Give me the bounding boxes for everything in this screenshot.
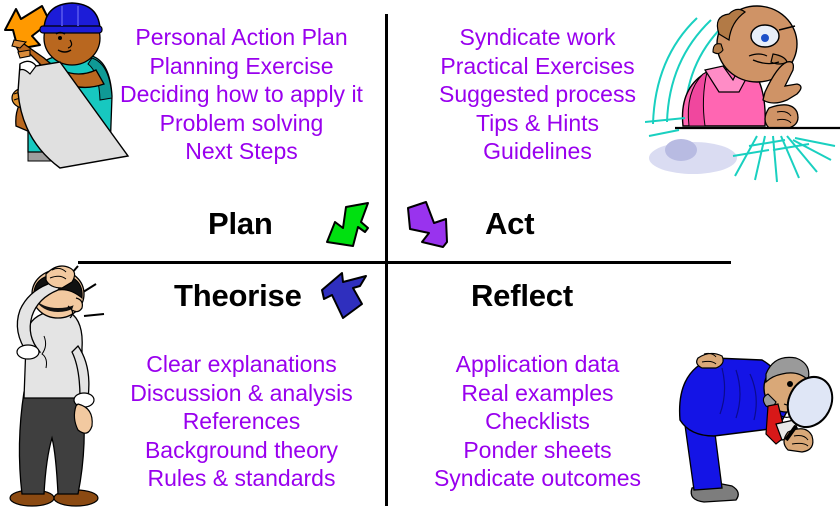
reflect-item: Syndicate outcomes <box>433 465 642 491</box>
plan-item: Deciding how to apply it <box>120 81 363 107</box>
plan-item: Next Steps <box>185 138 298 164</box>
reflect-items-list: Application data Real examples Checklist… <box>400 350 675 493</box>
theorise-to-plan-arrow <box>321 272 367 319</box>
act-items-list: Syndicate work Practical Exercises Sugge… <box>400 23 675 166</box>
reflect-item: Ponder sheets <box>463 436 612 463</box>
act-to-reflect-arrow <box>407 201 448 248</box>
theorise-items-list: Clear explanations Discussion & analysis… <box>104 350 379 493</box>
act-item: Suggested process <box>439 81 636 107</box>
plan-label: Plan <box>208 206 273 241</box>
theorise-label: Theorise <box>174 278 302 313</box>
act-item: Practical Exercises <box>440 52 635 79</box>
act-item: Syndicate work <box>459 24 616 50</box>
theorise-item: References <box>182 408 301 434</box>
plan-to-act-arrow <box>326 202 369 247</box>
inspector-with-magnifier-figure <box>678 352 834 503</box>
act-label: Act <box>485 206 535 241</box>
theorise-item: Clear explanations <box>146 351 337 377</box>
act-item: Guidelines <box>483 138 592 164</box>
act-item: Tips & Hints <box>475 109 600 136</box>
reflect-item: Real examples <box>461 379 614 406</box>
plan-item: Personal Action Plan <box>135 24 348 50</box>
plan-item: Planning Exercise <box>149 52 334 79</box>
plan-items-list: Personal Action Plan Planning Exercise D… <box>104 23 379 166</box>
presenter-gesturing-figure <box>645 5 840 183</box>
thinker-scratching-head-figure <box>9 265 105 507</box>
vertical-divider <box>385 14 388 506</box>
theorise-item: Background theory <box>144 436 339 463</box>
planner-with-blueprint-figure <box>11 2 130 169</box>
reflect-label: Reflect <box>471 278 573 313</box>
theorise-item: Rules & standards <box>147 465 336 491</box>
plan-item: Problem solving <box>159 109 324 136</box>
reflect-item: Application data <box>455 351 620 377</box>
horizontal-divider <box>78 261 731 264</box>
reflect-item: Checklists <box>485 408 590 434</box>
theorise-item: Discussion & analysis <box>130 379 353 406</box>
